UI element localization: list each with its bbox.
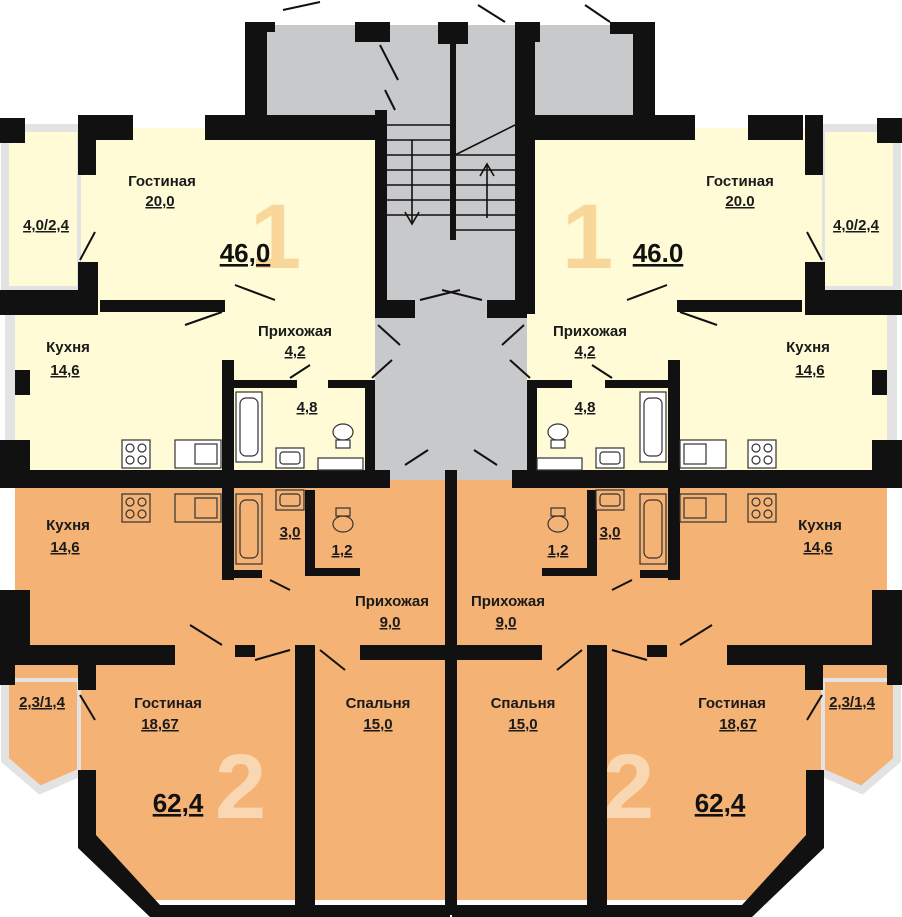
bathtub-icon xyxy=(639,493,667,565)
apartment-total-area: 46,0 xyxy=(220,238,271,268)
balcony-top-left xyxy=(1,124,85,294)
counter-icon xyxy=(536,457,583,471)
fixtures xyxy=(121,391,777,565)
room-name: Гостиная xyxy=(134,695,202,712)
room-name: Кухня xyxy=(46,517,90,534)
bathtub-icon xyxy=(235,493,263,565)
toilet-icon xyxy=(332,507,354,533)
kitchen-sink-icon xyxy=(174,439,222,469)
toilet-area: 1,2 xyxy=(332,542,353,559)
toilet-icon xyxy=(547,507,569,533)
bathroom-area: 4,8 xyxy=(297,399,318,416)
stove-icon xyxy=(121,493,151,523)
walls xyxy=(0,22,902,917)
stove-icon xyxy=(747,439,777,469)
side-frame-right xyxy=(885,290,897,480)
room-name: Гостиная xyxy=(706,173,774,190)
room-name: Кухня xyxy=(46,339,90,356)
balcony-top-right xyxy=(817,124,901,294)
room-name: Гостиная xyxy=(128,173,196,190)
balcony-area: 4,0/2,4 xyxy=(23,217,70,234)
room-area: 4,2 xyxy=(285,343,306,360)
apartment-2-left xyxy=(15,480,450,900)
bathroom-area: 3,0 xyxy=(600,524,621,541)
room-name: Гостиная xyxy=(698,695,766,712)
apartment-number-2-left: 2 xyxy=(215,736,266,838)
bathroom-area: 4,8 xyxy=(575,399,596,416)
kitchen-sink-icon xyxy=(679,439,727,469)
apartment-number-2-right: 2 xyxy=(603,736,654,838)
room-area: 14,6 xyxy=(803,539,832,556)
stove-icon xyxy=(747,493,777,523)
balcony-area: 2,3/1,4 xyxy=(829,694,876,711)
kitchen-sink-icon xyxy=(174,493,222,523)
room-name: Прихожая xyxy=(553,323,627,340)
labels-apt-2-left: Кухня 14,6 3,0 1,2 Прихожая 9,0 Гостиная… xyxy=(19,517,429,818)
stairs xyxy=(385,124,516,231)
sink-icon xyxy=(595,489,625,511)
room-name: Кухня xyxy=(786,339,830,356)
room-area: 18,67 xyxy=(719,716,757,733)
room-area: 18,67 xyxy=(141,716,179,733)
stove-icon xyxy=(121,439,151,469)
apartment-total-area: 62,4 xyxy=(153,788,204,818)
sink-icon xyxy=(275,447,305,469)
sink-icon xyxy=(595,447,625,469)
toilet-area: 1,2 xyxy=(548,542,569,559)
apartment-number-1-left: 1 xyxy=(250,186,301,288)
apartment-total-area: 46.0 xyxy=(633,238,684,268)
labels-apt-2-right: Кухня 14,6 3,0 1,2 Прихожая 9,0 Гостиная… xyxy=(471,517,876,818)
balcony-area: 2,3/1,4 xyxy=(19,694,66,711)
room-name: Прихожая xyxy=(471,593,545,610)
room-area: 14,6 xyxy=(50,539,79,556)
apartment-2-right xyxy=(455,480,887,900)
room-name: Прихожая xyxy=(355,593,429,610)
apartment-total-area: 62,4 xyxy=(695,788,746,818)
bathroom-area: 3,0 xyxy=(280,524,301,541)
counter-icon xyxy=(317,457,364,471)
room-area: 14,6 xyxy=(795,362,824,379)
room-area: 15,0 xyxy=(508,716,537,733)
labels-apt-1-left: Гостиная 20,0 4,0/2,4 46,0 Кухня 14,6 Пр… xyxy=(23,173,332,416)
room-area: 14,6 xyxy=(50,362,79,379)
apartment-number-1-right: 1 xyxy=(562,186,613,288)
balconies xyxy=(0,124,901,795)
room-area: 15,0 xyxy=(363,716,392,733)
room-area: 9,0 xyxy=(380,614,401,631)
bathtub-icon xyxy=(235,391,263,463)
room-area: 20.0 xyxy=(725,193,754,210)
side-frame-left xyxy=(5,290,17,480)
room-area: 4,2 xyxy=(575,343,596,360)
balcony-area: 4,0/2,4 xyxy=(833,217,880,234)
room-name: Спальня xyxy=(491,695,556,712)
room-area: 20,0 xyxy=(145,193,174,210)
kitchen-sink-icon xyxy=(679,493,727,523)
room-name: Спальня xyxy=(346,695,411,712)
sink-icon xyxy=(275,489,305,511)
toilet-icon xyxy=(332,423,354,449)
toilet-icon xyxy=(547,423,569,449)
room-area: 9,0 xyxy=(496,614,517,631)
bathtub-icon xyxy=(639,391,667,463)
room-name: Прихожая xyxy=(258,323,332,340)
labels-apt-1-right: Гостиная 20.0 4,0/2,4 46.0 Кухня 14,6 Пр… xyxy=(553,173,880,416)
door-swings xyxy=(79,1,823,721)
room-name: Кухня xyxy=(798,517,842,534)
